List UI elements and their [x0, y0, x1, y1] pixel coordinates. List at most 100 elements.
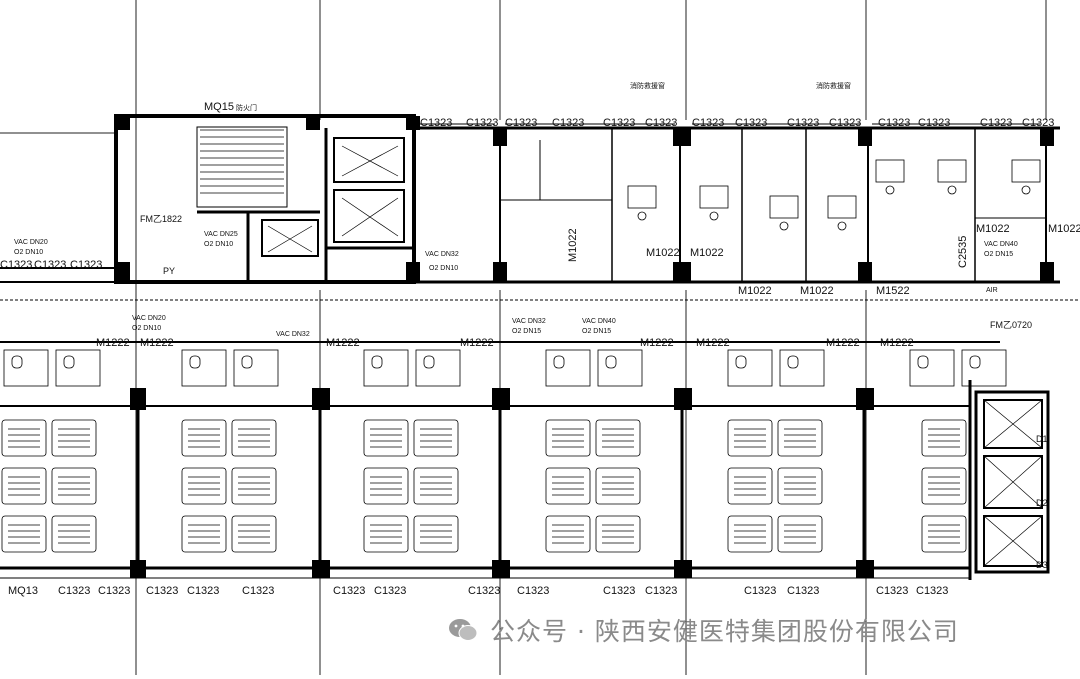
watermark-text: 公众号 · 陕西安健医特集团股份有限公司 — [490, 617, 959, 646]
bed — [363, 515, 409, 553]
bed — [1, 515, 47, 553]
window-label-bottom: C1323 — [187, 585, 219, 597]
label-d1: D1 — [1036, 434, 1048, 444]
bed — [181, 515, 227, 553]
label-o2-r4: O2 DN15 — [582, 328, 611, 335]
toilet — [553, 355, 565, 369]
upper-block — [0, 114, 1060, 284]
bathroom — [727, 349, 773, 387]
toilet — [241, 355, 253, 369]
door-label-upper: M1022 — [646, 247, 680, 259]
bathroom — [55, 349, 101, 387]
door-label-corridor: M1222 — [96, 337, 130, 349]
window-label-top: C1323 — [645, 117, 677, 129]
label-o2-r1: O2 DN10 — [132, 325, 161, 332]
bathroom — [363, 349, 409, 387]
window-label-bottom: C1323 — [645, 585, 677, 597]
bed — [595, 515, 641, 553]
window-label-bottom: C1323 — [603, 585, 635, 597]
bathroom — [961, 349, 1007, 387]
toilet — [787, 355, 799, 369]
label-vac-r1: VAC DN20 — [132, 315, 166, 322]
label-fire-door: 防火门 — [236, 103, 257, 112]
label-fm0720: FM乙0720 — [990, 320, 1032, 330]
bed — [413, 467, 459, 505]
toilet — [423, 355, 435, 369]
window-label-bottom: C1323 — [333, 585, 365, 597]
bed — [545, 515, 591, 553]
bed — [231, 419, 277, 457]
ward-beds — [1, 419, 967, 553]
window-label-bottom: C1323 — [916, 585, 948, 597]
label-c2535: C2535 — [957, 236, 969, 268]
office-furniture — [627, 159, 1041, 231]
window-label-left: C1323 — [0, 259, 32, 271]
label-vac-r4: VAC DN40 — [582, 318, 616, 325]
toilet — [605, 355, 617, 369]
bed — [363, 467, 409, 505]
bed — [921, 419, 967, 457]
chair — [837, 221, 847, 231]
bed — [595, 467, 641, 505]
bed — [545, 467, 591, 505]
label-vac-corridor: VAC DN32 — [425, 251, 459, 258]
window-label-bottom: C1323 — [744, 585, 776, 597]
window-label-top: C1323 — [466, 117, 498, 129]
label-mq15: MQ15 — [204, 101, 234, 113]
window-label-top: C1323 — [1022, 117, 1054, 129]
window-label-bottom: C1323 — [58, 585, 90, 597]
bathroom — [597, 349, 643, 387]
bed — [727, 419, 773, 457]
window-label-top: C1323 — [878, 117, 910, 129]
desk — [627, 185, 657, 209]
label-o2-corridor: O2 DN10 — [429, 265, 458, 272]
window-label-top: C1323 — [603, 117, 635, 129]
toilet — [11, 355, 23, 369]
label-vac-left: VAC DN20 — [14, 239, 48, 246]
bed — [363, 419, 409, 457]
door-label-corridor: M1222 — [640, 337, 674, 349]
bed — [727, 467, 773, 505]
bed — [413, 515, 459, 553]
bed — [51, 419, 97, 457]
bed — [51, 467, 97, 505]
window-label-bottom: C1323 — [517, 585, 549, 597]
chair — [885, 185, 895, 195]
window-label-bottom: C1323 — [468, 585, 500, 597]
window-label-top: C1323 — [980, 117, 1012, 129]
bed — [777, 419, 823, 457]
window-label-top: C1323 — [552, 117, 584, 129]
toilet — [917, 355, 929, 369]
ward-bathrooms — [3, 349, 1007, 387]
bed — [1, 467, 47, 505]
bathroom — [779, 349, 825, 387]
chair — [637, 211, 647, 221]
label-vac-right: VAC DN40 — [984, 241, 1018, 248]
door-label-upper: M1022 — [567, 228, 579, 262]
bed — [595, 419, 641, 457]
label-o2-right: O2 DN15 — [984, 251, 1013, 258]
desk — [699, 185, 729, 209]
chair — [709, 211, 719, 221]
desk — [827, 195, 857, 219]
bed — [181, 467, 227, 505]
door-label-upper: M1022 — [738, 285, 772, 297]
drawing-labels: MQ15 防火门 FM乙1822 VAC DN25 O2 DN10 VAC DN… — [8, 81, 1048, 597]
desk — [875, 159, 905, 183]
label-fm: FM乙1822 — [140, 214, 182, 224]
door-label-corridor: M1222 — [696, 337, 730, 349]
door-label-corridor: M1222 — [880, 337, 914, 349]
toilet — [371, 355, 383, 369]
window-label-bottom: C1323 — [242, 585, 274, 597]
stair-treads — [200, 129, 284, 194]
chair — [1021, 185, 1031, 195]
label-fire-window-2: 消防救援窗 — [816, 81, 851, 90]
window-label-top: C1323 — [918, 117, 950, 129]
bathroom — [3, 349, 49, 387]
desk — [769, 195, 799, 219]
window-label-bottom: C1323 — [876, 585, 908, 597]
toilet — [189, 355, 201, 369]
